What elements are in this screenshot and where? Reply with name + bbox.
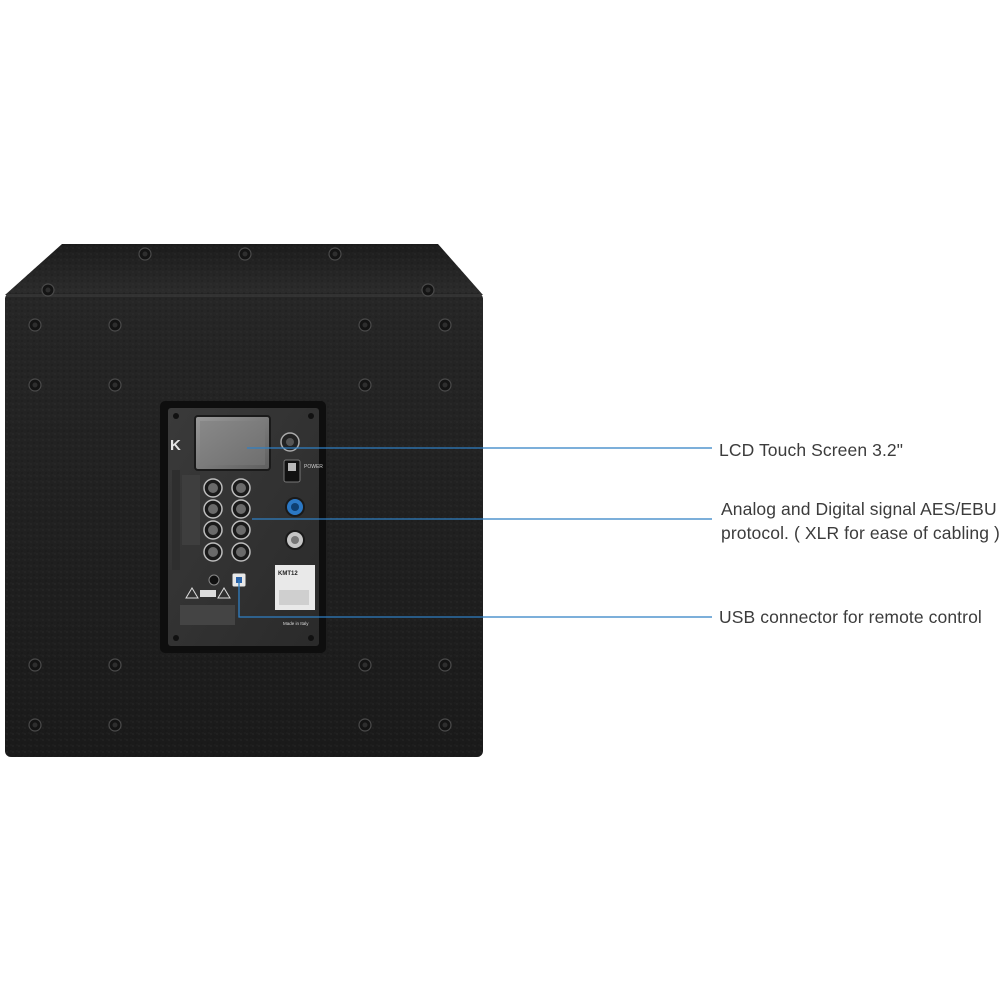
cabinet-screws bbox=[28, 247, 452, 732]
xlr-connectors bbox=[203, 478, 251, 562]
usb-callout: USB connector for remote control bbox=[719, 605, 982, 629]
usb-callout-line bbox=[238, 580, 712, 618]
lcd-callout-text: LCD Touch Screen 3.2" bbox=[719, 440, 904, 460]
signal-callout-line-2: protocol. ( XLR for ease of cabling ) bbox=[721, 523, 1000, 543]
svg-text:Made in Italy: Made in Italy bbox=[283, 621, 309, 626]
signal-callout-line-1: Analog and Digital signal AES/EBU bbox=[721, 499, 997, 519]
lcd-callout: LCD Touch Screen 3.2" bbox=[719, 438, 903, 462]
svg-text:KMT12: KMT12 bbox=[278, 571, 298, 577]
brand-logo: K bbox=[170, 437, 181, 454]
svg-text:POWER: POWER bbox=[304, 464, 323, 470]
signal-callout: Analog and Digital signal AES/EBU protoc… bbox=[721, 497, 1000, 545]
usb-callout-text: USB connector for remote control bbox=[719, 607, 982, 627]
callout-lines bbox=[238, 447, 712, 618]
